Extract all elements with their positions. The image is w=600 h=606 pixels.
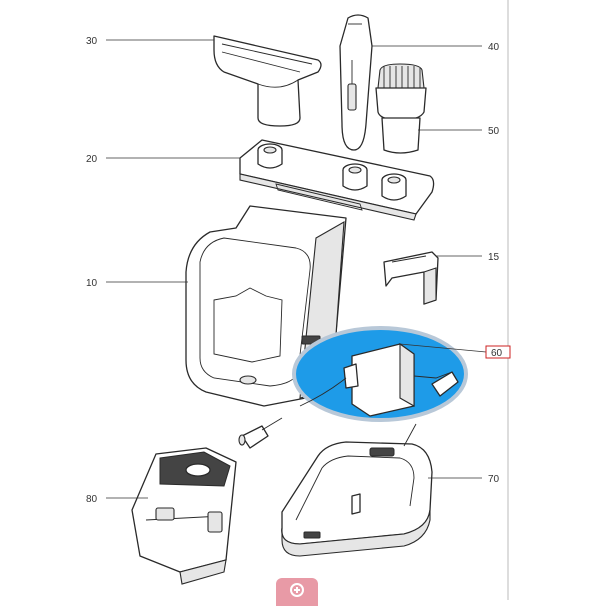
part-15-clip[interactable]	[383, 251, 439, 305]
part-70-charging-base[interactable]	[281, 423, 433, 557]
zoom-in-button[interactable]	[276, 578, 318, 606]
part-40-crevice-tool[interactable]	[339, 14, 373, 151]
svg-text:60: 60	[491, 348, 503, 359]
zoom-in-icon	[290, 583, 304, 597]
callout-15: 15	[488, 252, 500, 263]
callout-30: 30	[86, 36, 98, 47]
callout-80: 80	[86, 494, 98, 505]
callout-60-highlighted: 60	[485, 345, 511, 359]
part-80-dust-container[interactable]	[131, 447, 237, 585]
part-30-upholstery-nozzle[interactable]	[213, 35, 322, 127]
callout-10: 10	[86, 278, 98, 289]
callout-50: 50	[488, 126, 500, 137]
part-50-dusting-brush[interactable]	[375, 63, 427, 154]
leader-60	[399, 343, 487, 353]
callout-70: 70	[488, 474, 500, 485]
dc-plug	[238, 417, 283, 449]
part-20-accessory-holder[interactable]	[239, 139, 435, 221]
callout-20: 20	[86, 154, 98, 165]
part-60-power-adapter[interactable]	[292, 326, 468, 422]
callout-40: 40	[488, 42, 500, 53]
